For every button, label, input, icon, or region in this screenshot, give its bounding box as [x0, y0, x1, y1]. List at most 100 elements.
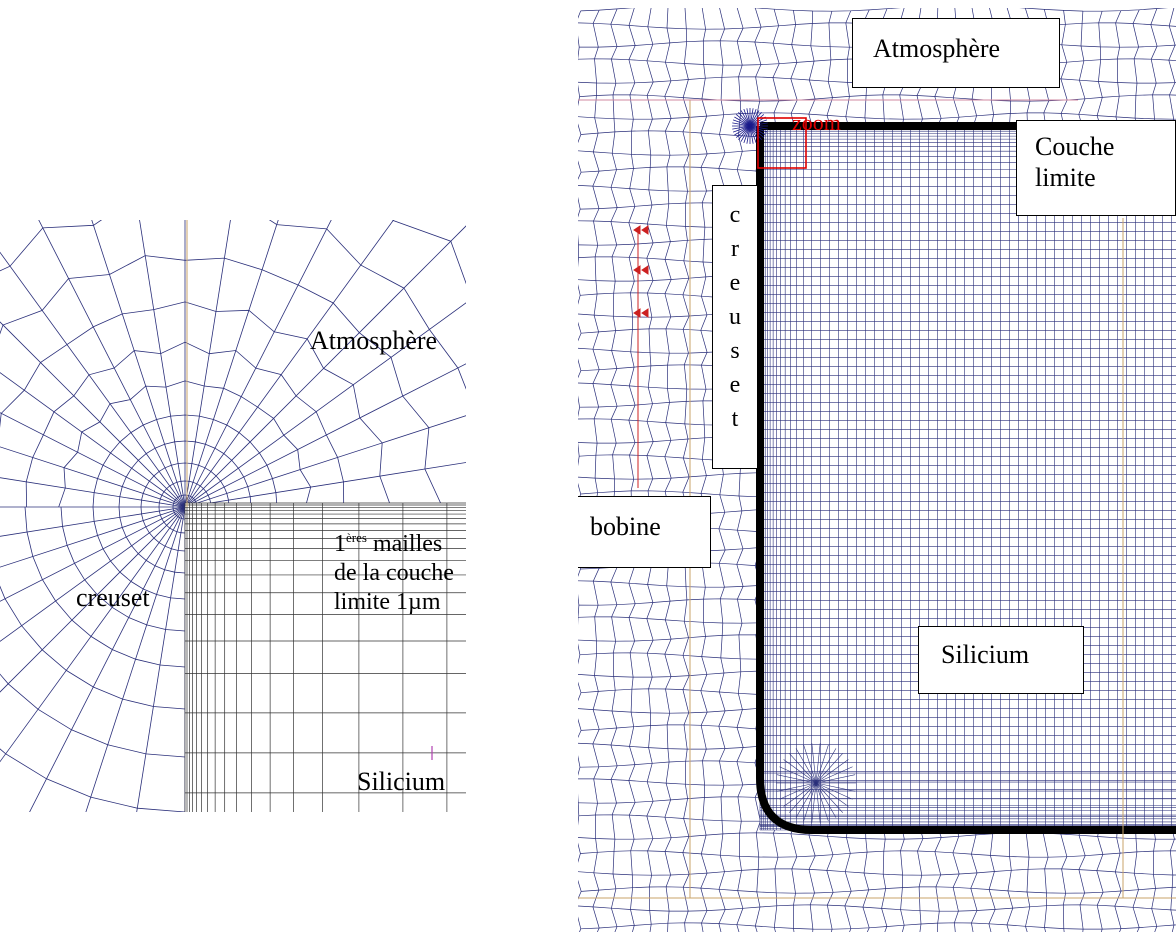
- corner-mesh-spoke: [749, 111, 762, 127]
- corner-mesh-spoke: [746, 108, 751, 127]
- corner-mesh-spoke: [803, 782, 817, 822]
- mesh-spoke: [184, 462, 466, 508]
- corner-mesh-spoke: [749, 125, 754, 144]
- corner-mesh-spoke: [815, 743, 821, 784]
- corner-mesh-spoke: [749, 108, 757, 127]
- mesh-spoke: [0, 477, 186, 508]
- corner-mesh-spoke: [743, 125, 751, 144]
- coil-marker: [633, 265, 649, 275]
- left-atmosphere-label: Atmosphère: [310, 326, 438, 355]
- corner-mesh-spoke: [815, 753, 843, 784]
- mesh-spoke: [29, 506, 186, 812]
- corner-mesh-spoke: [815, 774, 856, 784]
- mesh-spoke: [184, 302, 466, 508]
- mesh-column: [718, 8, 726, 932]
- corner-mesh-spoke: [776, 774, 817, 784]
- mesh-spoke: [0, 321, 186, 508]
- mesh-column: [610, 8, 618, 932]
- corner-mesh-spoke: [815, 744, 829, 784]
- mesh-spoke: [184, 363, 466, 508]
- corner-mesh-spoke: [749, 108, 754, 127]
- corner-mesh-spoke: [738, 125, 751, 141]
- boundary-layer-label: Couche limite: [1016, 120, 1176, 216]
- crucible-letter: r: [731, 236, 739, 262]
- corner-mesh-spoke: [776, 782, 817, 792]
- corner-mesh-spoke: [732, 119, 751, 127]
- crucible-letter: s: [730, 338, 740, 364]
- mesh-column: [628, 8, 636, 932]
- corner-mesh-spoke: [734, 125, 751, 136]
- corner-mesh-spoke: [732, 122, 751, 127]
- corner-mesh-spoke: [735, 114, 751, 127]
- mesh-spoke: [184, 220, 231, 508]
- corner-mesh-spoke: [815, 782, 821, 823]
- corner-mesh-spoke: [746, 125, 751, 144]
- corner-mesh-spoke: [749, 125, 768, 130]
- silicon-region: [185, 503, 466, 812]
- coil-marker: [633, 225, 649, 235]
- corner-mesh-spoke: [740, 110, 751, 127]
- corner-mesh-spoke: [732, 125, 751, 133]
- mesh-ring: [118, 506, 186, 574]
- corner-mesh-spoke: [749, 110, 760, 127]
- first-meshes-line2: de la couche: [334, 559, 454, 586]
- mesh-column: [664, 8, 672, 932]
- corner-mesh-spoke: [815, 748, 837, 784]
- mesh-ring: [0, 585, 186, 710]
- mesh-spoke: [38, 220, 186, 508]
- corner-mesh-spoke: [789, 782, 817, 813]
- mesh-spoke: [0, 251, 186, 508]
- full-mesh-drawing: [578, 8, 1176, 932]
- first-meshes-prefix: 1: [334, 531, 346, 557]
- mesh-spoke: [184, 225, 466, 508]
- mesh-spoke: [0, 506, 186, 693]
- corner-mesh-spoke: [734, 116, 751, 127]
- first-meshes-superscript: ères: [346, 530, 367, 545]
- mesh-row: [580, 850, 1176, 858]
- zoomed-mesh-panel: Atmosphère 1ères mailles de la couche li…: [0, 220, 466, 812]
- crucible-letter: c: [729, 202, 741, 228]
- mesh-spoke: [0, 506, 186, 602]
- corner-mesh-spoke: [815, 766, 853, 784]
- mesh-column: [736, 8, 744, 932]
- corner-mesh-spoke: [795, 748, 817, 784]
- corner-mesh-spoke: [783, 759, 817, 784]
- corner-mesh-spoke: [749, 114, 765, 127]
- mesh-ring: [24, 506, 186, 668]
- first-meshes-suffix: mailles: [366, 531, 443, 557]
- mesh-ring: [0, 507, 185, 812]
- corner-mesh-spoke: [815, 782, 837, 818]
- coil-label: bobine: [578, 496, 711, 568]
- corner-mesh-spoke: [749, 125, 757, 144]
- mesh-spoke: [91, 220, 186, 508]
- mesh-column: [578, 10, 582, 932]
- mesh-ring: [140, 506, 186, 552]
- crucible-letter: e: [729, 372, 741, 398]
- first-meshes-line3: limite 1µm: [334, 588, 441, 615]
- zoomed-mesh-drawing: [0, 220, 466, 812]
- mesh-ring: [158, 506, 186, 534]
- corner-mesh-spoke: [779, 782, 817, 800]
- boundary-layer-line2: limite: [1035, 163, 1096, 193]
- corner-mesh-spoke: [749, 122, 768, 127]
- mesh-ring: [172, 506, 186, 520]
- mesh-row: [580, 922, 1176, 930]
- corner-mesh-spoke: [749, 125, 765, 138]
- mesh-row: [580, 8, 1169, 12]
- mesh-spoke: [184, 415, 466, 508]
- mesh-row: [578, 112, 1176, 120]
- mesh-spoke: [0, 506, 186, 568]
- corner-mesh-spoke: [749, 125, 762, 141]
- left-crucible-label: creuset: [76, 583, 150, 612]
- corner-mesh-spoke: [743, 108, 751, 127]
- mesh-spoke: [184, 220, 279, 508]
- mesh-spoke: [0, 412, 186, 508]
- mesh-column: [700, 8, 708, 932]
- boundary-layer-side: [756, 126, 1176, 834]
- corner-mesh-spoke: [811, 743, 817, 784]
- crucible-letter: e: [729, 270, 741, 296]
- mesh-row: [581, 886, 1176, 894]
- corner-mesh-spoke: [783, 782, 817, 807]
- corner-mesh-spoke: [735, 125, 751, 138]
